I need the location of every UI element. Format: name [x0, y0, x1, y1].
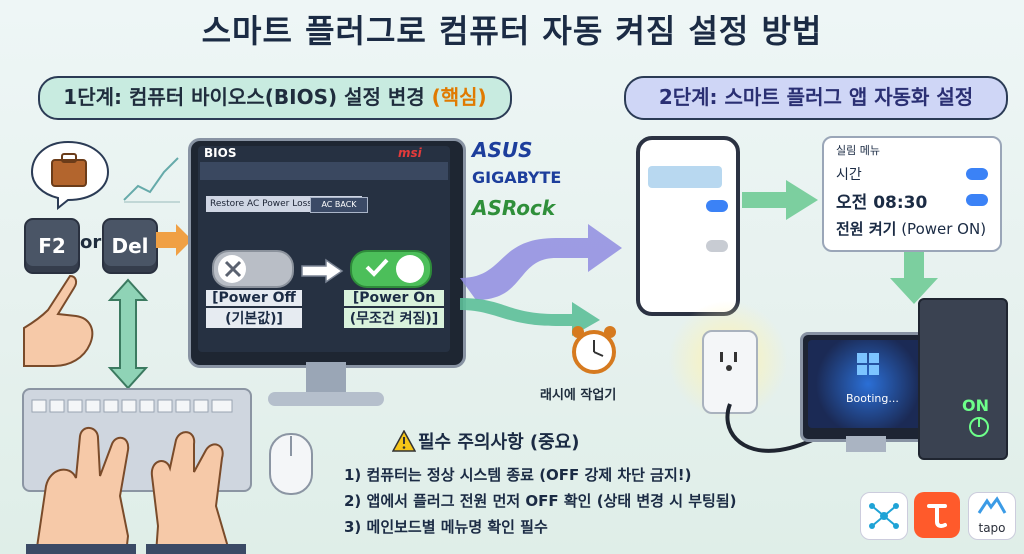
bios-setting-value[interactable]: AC BACK — [310, 197, 368, 213]
power-on-text: 전원 켜기 — [836, 220, 897, 238]
bios-toolbar — [200, 162, 448, 180]
power-off-label: [Power Off — [206, 290, 302, 306]
page-title: 스마트 플러그로 컴퓨터 자동 켜짐 설정 방법 — [201, 12, 823, 50]
phone — [636, 136, 740, 316]
windows-logo-icon — [857, 353, 879, 375]
phone-card — [648, 166, 722, 188]
alarm-clock-icon — [572, 326, 616, 374]
power-on-sub: (무조건 켜짐)] — [344, 308, 444, 328]
smart-plug — [702, 330, 758, 414]
time-value-switch[interactable] — [966, 194, 988, 206]
time-switch[interactable] — [966, 168, 988, 180]
warning-item: 1) 컴퓨터는 정상 시스템 종료 (OFF 강제 차단 금지!) — [344, 466, 692, 484]
monitor2-stand — [846, 436, 886, 452]
booting-screen — [808, 340, 928, 428]
warnings-title: 필수 주의사항 (중요) — [418, 432, 580, 453]
or-text: or — [80, 232, 102, 253]
monitor-stand — [306, 362, 346, 394]
gigabyte-logo: GIGABYTE — [472, 168, 562, 187]
tuya-t-icon — [927, 504, 947, 528]
power-on-toggle[interactable] — [350, 250, 432, 288]
power-off-sub: (기본값)] — [206, 308, 302, 328]
warning-item: 2) 앱에서 플러그 전원 먼저 OFF 확인 (상태 변경 시 부팅됨) — [344, 492, 737, 510]
close-icon — [224, 260, 242, 278]
chart-trend-icon — [123, 157, 180, 203]
power-on-en: (Power ON) — [896, 220, 987, 238]
booting-text: Booting... — [846, 392, 899, 405]
asus-logo: ASUS — [472, 138, 533, 162]
smartthings-app-icon[interactable] — [860, 492, 908, 540]
network-icon — [869, 503, 899, 529]
tapo-wave-icon — [977, 496, 1007, 514]
phone-switch[interactable] — [706, 240, 728, 252]
arrow-right-icon — [156, 224, 192, 256]
briefcase-bubble-icon — [30, 140, 110, 210]
step1-highlight: (핵심) — [431, 85, 487, 109]
pc-tower — [918, 298, 1008, 460]
warning-icon — [392, 430, 416, 452]
phone-switch[interactable] — [706, 200, 728, 212]
menu-power-row[interactable]: 전원 켜기 (Power ON) — [836, 218, 986, 239]
step1-banner: 1단계: 컴퓨터 바이오스(BIOS) 설정 변경 (핵심) — [38, 76, 512, 120]
step2-banner: 2단계: 스마트 플러그 앱 자동화 설정 — [624, 76, 1008, 120]
step1-label: 1단계: 컴퓨터 바이오스(BIOS) 설정 변경 — [63, 85, 425, 109]
power-on-label: [Power On — [344, 290, 444, 306]
mouse-icon — [269, 433, 313, 495]
flow-arrows-icon — [460, 224, 622, 336]
toggle-knob — [396, 255, 424, 283]
monitor-base — [268, 392, 384, 406]
asrock-logo: ASRock — [472, 196, 556, 220]
f2-key: F2 — [24, 218, 80, 274]
msi-logo: msi — [398, 146, 422, 160]
check-icon — [365, 258, 389, 277]
arrow-right-icon — [301, 258, 344, 284]
tapo-app-icon[interactable]: tapo — [968, 492, 1016, 540]
arrow-right-icon — [742, 180, 818, 220]
double-arrow-icon — [107, 278, 149, 390]
menu-time-label: 시간 — [836, 167, 862, 183]
menu-time-value[interactable]: 오전 08:30 — [836, 193, 928, 213]
tapo-label: tapo — [978, 521, 1006, 535]
keyboard-keys — [31, 399, 233, 413]
typing-hands-icon — [26, 427, 246, 554]
bios-title: BIOS — [204, 146, 237, 160]
hand-pointer-icon — [23, 274, 94, 367]
warning-item: 3) 메인보드별 메뉴명 확인 필수 — [344, 518, 548, 536]
outlet-face-icon — [720, 352, 737, 371]
menu-header: 실림 메뉴 — [836, 144, 880, 157]
arrow-down-icon — [890, 252, 938, 304]
power-off-toggle[interactable] — [212, 250, 294, 288]
del-key: Del — [102, 218, 158, 274]
clock-label: 래시에 작업기 — [540, 388, 617, 403]
power-button-icon[interactable] — [968, 416, 990, 438]
tower-on-label: ON — [962, 396, 989, 415]
tuya-app-icon[interactable] — [914, 492, 960, 538]
